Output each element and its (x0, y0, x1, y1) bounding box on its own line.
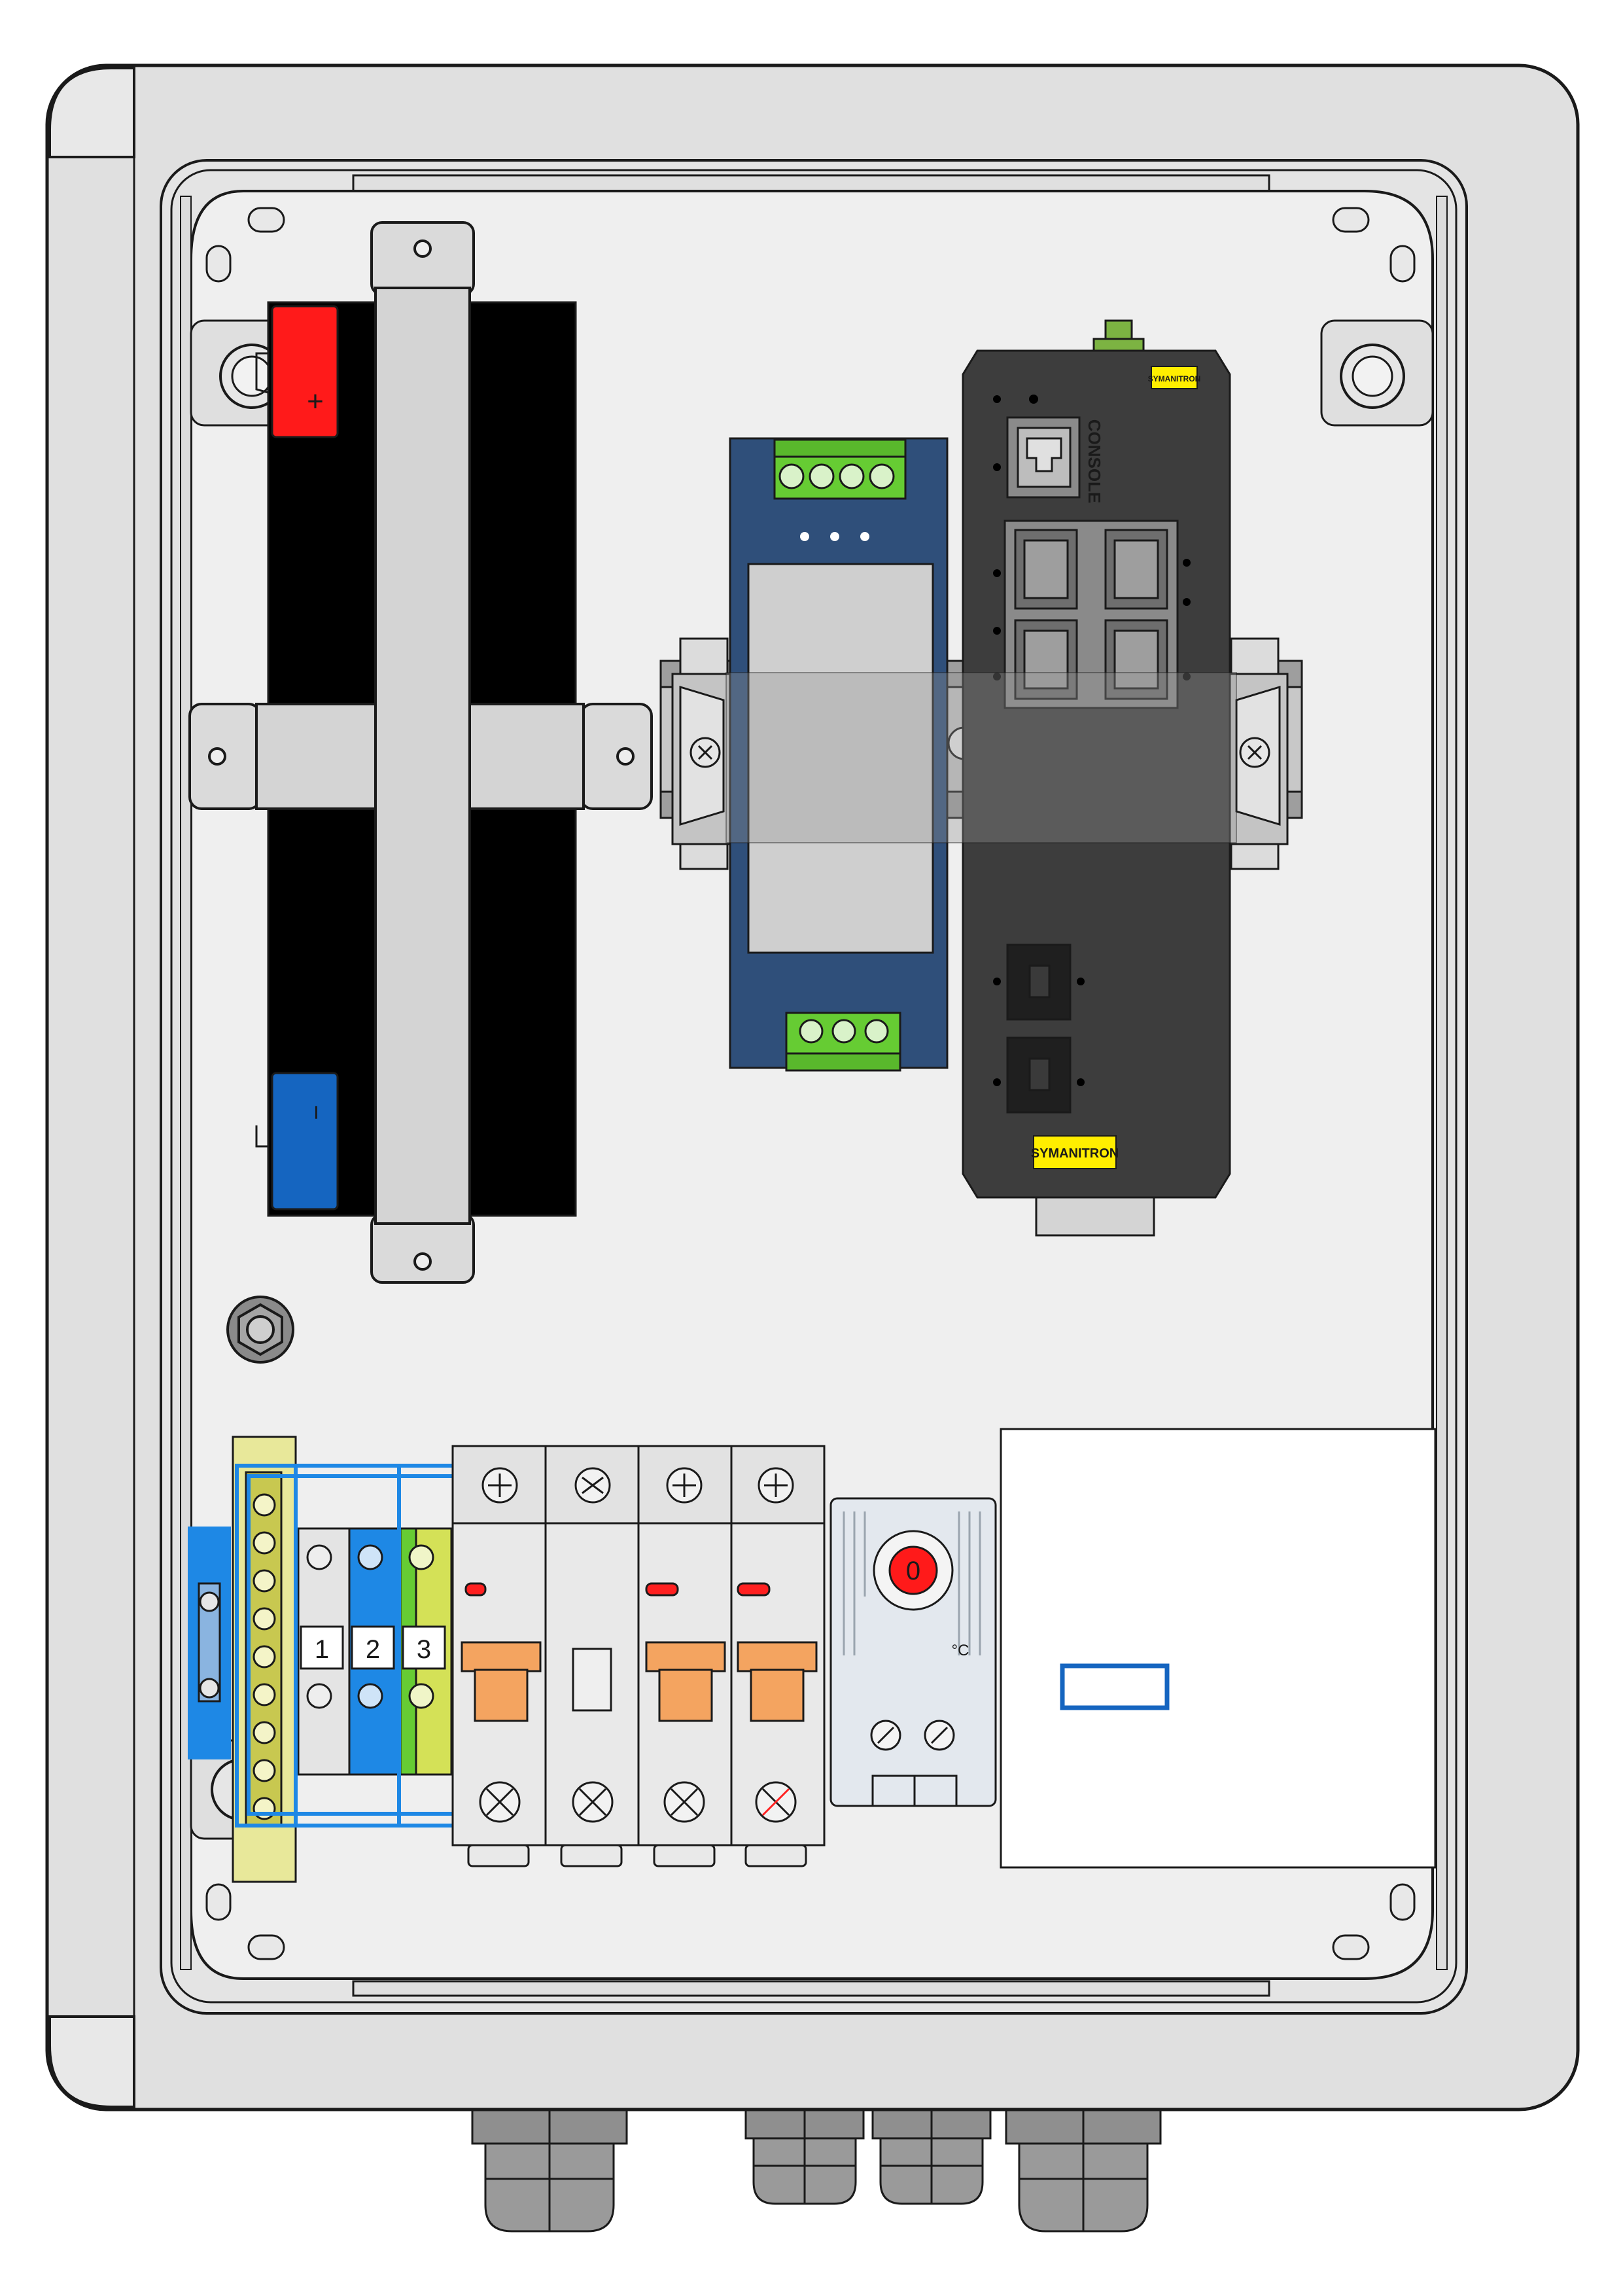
nameplate-label-highlight (1060, 1663, 1170, 1710)
thermostat: 0 °C (829, 1497, 997, 1807)
ground-stud-icon (226, 1296, 294, 1364)
thermostat-unit-label: °C (952, 1642, 969, 1659)
terminal-block: 1 2 3 (188, 1464, 470, 1828)
terminal-1 (297, 1527, 351, 1776)
terminal-label-2: 2 (366, 1635, 380, 1664)
battery-clamp-vertical (370, 221, 475, 1284)
circuit-breaker-2 (544, 1445, 640, 1867)
network-switch: SYMANITRON CONSOLE (962, 319, 1231, 1237)
battery-minus-label: − (302, 1104, 330, 1120)
hinge-bottom (48, 2015, 135, 2108)
cable-gland-3 (871, 2104, 992, 2205)
power-supply-window (747, 563, 934, 954)
console-label: CONSOLE (1085, 419, 1104, 504)
terminal-2 (348, 1527, 402, 1776)
circuit-breaker-4 (730, 1445, 826, 1867)
ethernet-port-4-icon (1104, 619, 1168, 700)
battery-plus-terminal (271, 305, 339, 438)
power-supply (729, 437, 949, 1072)
circuit-breaker-3 (637, 1445, 733, 1867)
thermostat-dial-value: 0 (906, 1557, 920, 1585)
terminal-label-1: 1 (315, 1635, 329, 1664)
ethernet-port-2-icon (1104, 529, 1168, 610)
ethernet-port-3-icon (1014, 619, 1078, 700)
power-supply-input-terminal (785, 1012, 901, 1072)
thermostat-dial (888, 1545, 938, 1595)
terminal-3 (399, 1527, 453, 1776)
cable-glands (471, 2104, 1162, 2233)
cable-gland-4 (1005, 2104, 1162, 2233)
power-supply-output-terminal (773, 438, 907, 500)
ethernet-ports (1003, 520, 1179, 709)
circuit-breakers (451, 1445, 826, 1867)
mounting-boss-top-right (1320, 319, 1434, 427)
busbar (232, 1436, 297, 1883)
battery-minus-terminal (271, 1072, 339, 1210)
plate-holes (205, 207, 1416, 1960)
terminal-label-3: 3 (417, 1635, 431, 1664)
din-end-stop-left (671, 637, 738, 870)
sfp-port-2-icon (1006, 1036, 1072, 1114)
battery-plus-label: + (307, 385, 324, 417)
cable-gland-2 (744, 2104, 865, 2205)
power-supply-led-indicators (800, 532, 869, 541)
sfp-port-1-icon (1006, 944, 1072, 1021)
cable-gland-1 (471, 2104, 628, 2233)
circuit-breaker-1 (451, 1445, 547, 1867)
nameplate-panel (1000, 1428, 1437, 1869)
ethernet-port-1-icon (1014, 529, 1078, 610)
din-end-stop-right (1222, 637, 1289, 870)
console-port-icon (1006, 416, 1081, 499)
din-rail-overlay (725, 672, 1237, 843)
nameplate (1000, 1428, 1437, 1869)
hinge-top (48, 67, 135, 158)
terminal-end-clamp (188, 1527, 230, 1759)
network-switch-brand-bottom: SYMANITRON (1031, 1146, 1119, 1161)
network-switch-brand-top: SYMANITRON (1148, 374, 1201, 383)
